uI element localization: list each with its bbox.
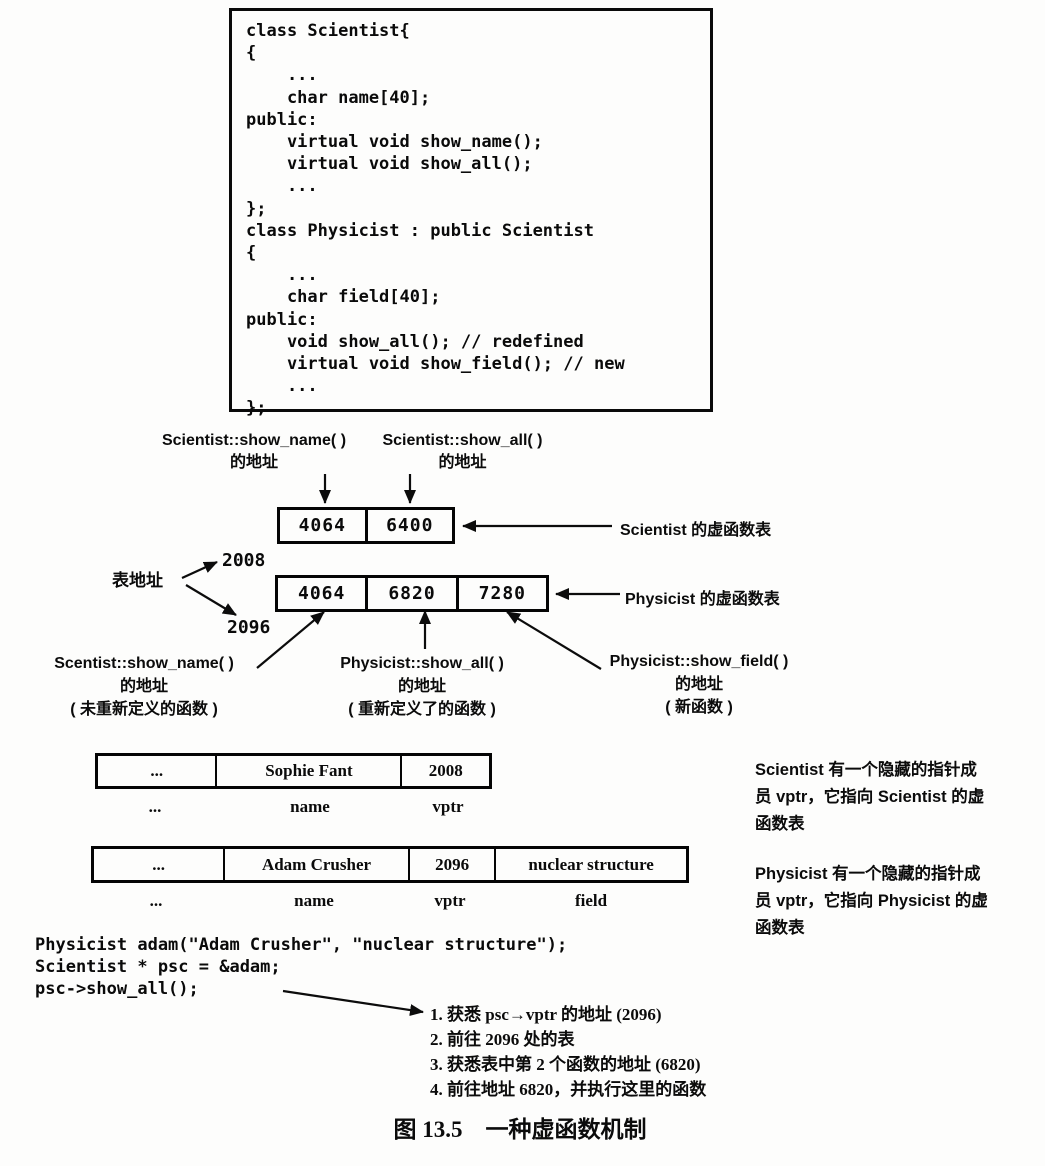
scientist-vtable-label: Scientist 的虚函数表 <box>620 522 772 539</box>
table-address-label: 表地址 <box>112 571 163 590</box>
object-cell: 2008 <box>400 756 489 786</box>
callout-line: Scientist::show_all( ) <box>382 432 543 449</box>
object-cell: Adam Crusher <box>223 849 408 880</box>
object-cell: nuclear structure <box>494 849 686 880</box>
step-item: 1. 获悉 psc→vptr 的地址 (2096) <box>430 1005 662 1024</box>
callout-line: 的地址 <box>397 678 446 695</box>
physicist-vtable-label: Physicist 的虚函数表 <box>625 591 780 608</box>
object-cell: ... <box>152 854 165 874</box>
figure-caption: 图 13.5 一种虚函数机制 <box>393 1117 647 1142</box>
callout-line: 的地址 <box>229 454 278 471</box>
scientist-object-table: ... Sophie Fant 2008 <box>95 753 492 789</box>
callout-showfield-new: Physicist::show_field( ) 的地址 ( 新函数 ) <box>593 650 805 719</box>
scientist-vtable: 4064 6400 <box>277 507 455 544</box>
callout-line: 的地址 <box>119 678 168 695</box>
physicist-table-address: 2096 <box>227 617 271 638</box>
vtable-cell: 4064 <box>298 515 346 536</box>
scientist-table-address: 2008 <box>222 550 266 571</box>
callout-line: ( 未重新定义的函数 ) <box>70 701 218 718</box>
callout-showname-unredefined: Scentist::show_name( ) 的地址 ( 未重新定义的函数 ) <box>38 652 250 721</box>
field-label: field <box>574 891 608 910</box>
callout-line: ( 重新定义了的函数 ) <box>348 701 496 718</box>
field-label: name <box>294 891 334 910</box>
field-label: vptr <box>434 891 466 910</box>
callout-line: 的地址 <box>438 454 487 471</box>
field-label: vptr <box>432 797 464 816</box>
step-item: 3. 获悉表中第 2 个函数的地址 (6820) <box>430 1055 701 1074</box>
callout-showall-redefined: Physicist::show_all( ) 的地址 ( 重新定义了的函数 ) <box>318 652 526 721</box>
vtable-cell: 6820 <box>365 578 455 609</box>
callout-line: Scentist::show_name( ) <box>54 655 234 672</box>
physicist-object-table: ... Adam Crusher 2096 nuclear structure <box>91 846 689 883</box>
vtable-cell: 6400 <box>364 510 453 541</box>
object-cell: 2096 <box>407 849 494 880</box>
callout-line: 的地址 <box>674 676 723 693</box>
scientist-object-annotation: Scientist 有一个隐藏的指针成 员 vptr，它指向 Scientist… <box>755 761 985 833</box>
arrow-table-address-2096-icon <box>185 584 237 616</box>
field-label: ... <box>148 797 162 816</box>
callout-scientist-show-all: Scientist::show_all( ) 的地址 <box>360 430 565 474</box>
object-cell: ... <box>150 761 164 780</box>
step-item: 2. 前往 2096 处的表 <box>430 1030 575 1049</box>
callout-line: Scientist::show_name( ) <box>161 432 347 449</box>
field-label: name <box>290 797 330 816</box>
arrow-table-address-2008-icon <box>181 560 218 580</box>
physicist-object-annotation: Physicist 有一个隐藏的指针成 员 vptr，它指向 Physicist… <box>755 865 988 937</box>
callout-scientist-show-name: Scientist::show_name( ) 的地址 <box>145 430 363 474</box>
vtable-cell: 7280 <box>455 578 546 609</box>
class-definitions-code: class Scientist{ { ... char name[40]; pu… <box>229 8 713 418</box>
object-cell: Sophie Fant <box>215 756 400 786</box>
callout-line: ( 新函数 ) <box>665 699 733 716</box>
physicist-vtable: 4064 6820 7280 <box>275 575 549 612</box>
vtable-cell: 4064 <box>297 583 346 604</box>
step-item: 4. 前往地址 6820，并执行这里的函数 <box>430 1080 707 1099</box>
mechanism-steps: 1. 获悉 psc→vptr 的地址 (2096) 2. 前往 2096 处的表… <box>430 1002 706 1102</box>
callout-line: Physicist::show_field( ) <box>609 653 789 670</box>
field-label: ... <box>149 891 163 910</box>
usage-code: Physicist adam("Adam Crusher", "nuclear … <box>35 935 568 1000</box>
callout-line: Physicist::show_all( ) <box>340 655 504 672</box>
